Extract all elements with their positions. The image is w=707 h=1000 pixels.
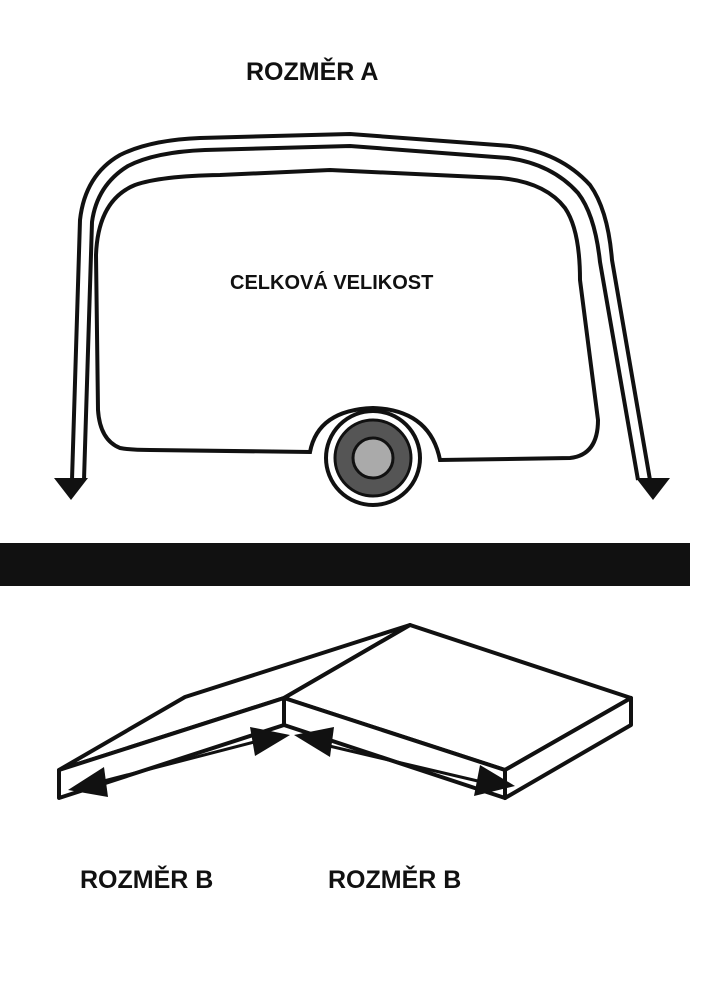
arrow-head-b2-left-icon — [294, 727, 334, 757]
arrow-head-b1-right-icon — [250, 727, 290, 756]
arrow-head-b1-left-icon — [68, 767, 108, 797]
divider-bar — [0, 543, 690, 586]
wheel-icon — [324, 409, 422, 507]
dimension-b-right-label: ROZMĚR B — [328, 866, 462, 894]
total-size-label: CELKOVÁ VELIKOST — [230, 272, 434, 294]
arrow-head-left-icon — [54, 478, 88, 500]
arrow-head-b2-right-icon — [474, 765, 515, 796]
dimension-b-left-label: ROZMĚR B — [80, 866, 214, 894]
caravan-cover-outline — [70, 131, 652, 481]
arrow-head-right-icon — [636, 478, 670, 500]
awning-roof — [57, 623, 633, 800]
caravan-body — [93, 167, 601, 463]
dimension-b-left-arrow-icon — [99, 739, 259, 784]
dimension-a-label: ROZMĚR A — [246, 58, 379, 86]
dimension-b-right-arrow-icon — [324, 743, 483, 784]
